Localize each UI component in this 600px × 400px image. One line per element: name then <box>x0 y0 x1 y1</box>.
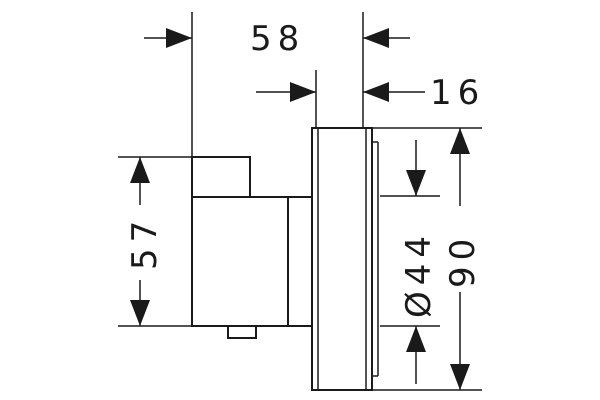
dimension-90: 90 <box>443 128 483 390</box>
cover-plate <box>311 127 379 391</box>
dimension-16-label: 16 <box>430 73 485 113</box>
dimension-57: 57 <box>125 157 165 326</box>
valve-body <box>191 156 313 339</box>
dimension-diameter-44-label: Ø44 <box>399 230 439 318</box>
dimension-90-label: 90 <box>443 233 483 288</box>
dimension-58-label: 58 <box>250 19 305 59</box>
dimension-16: 16 <box>256 73 485 113</box>
dimension-58: 58 <box>144 19 410 59</box>
dimension-diameter-44: Ø44 <box>399 140 439 384</box>
dimension-57-label: 57 <box>125 215 165 270</box>
